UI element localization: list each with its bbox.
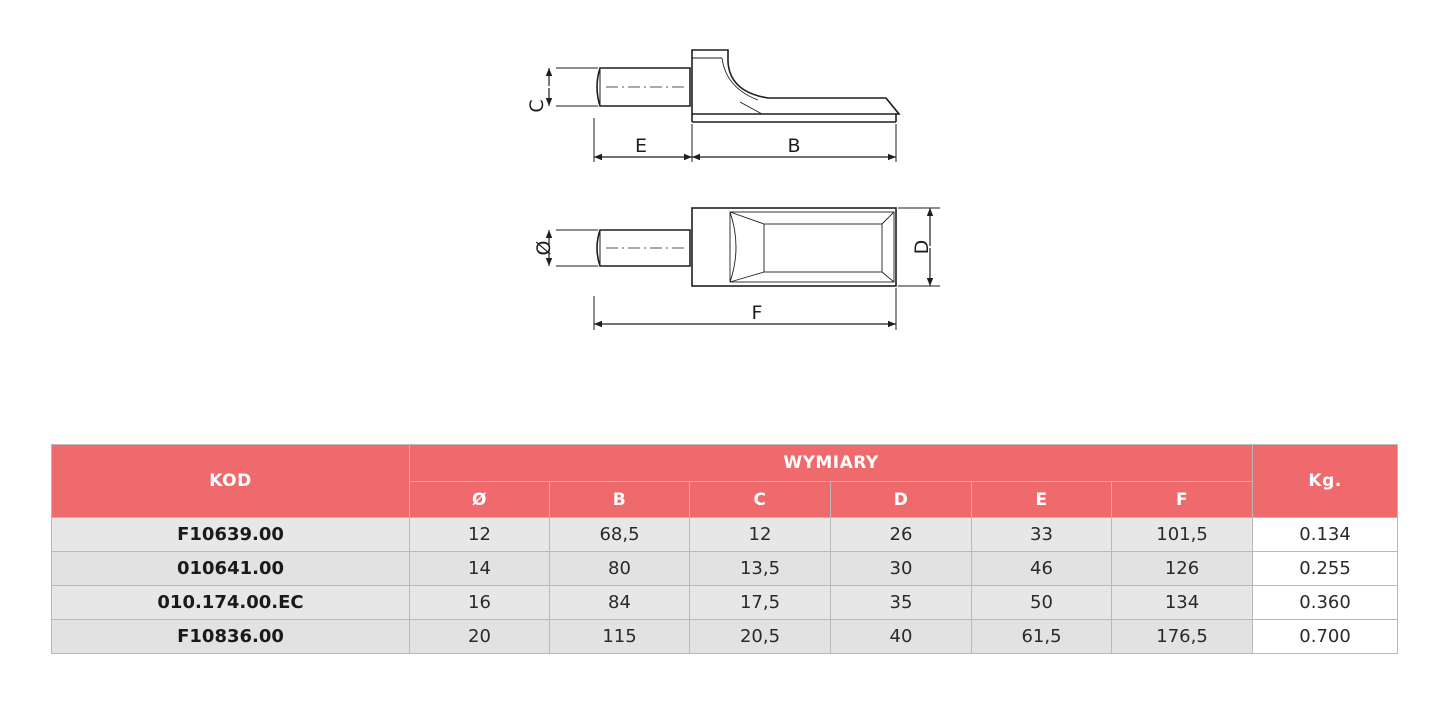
cell-d: 26 — [830, 517, 972, 552]
cell-kg: 0.255 — [1252, 551, 1399, 586]
cell-f: 176,5 — [1110, 619, 1254, 654]
spec-table: KOD WYMIARY Kg. Ø B C D E F F10639.00 12… — [51, 444, 1399, 654]
technical-drawing: C E B — [526, 49, 940, 330]
header-weight: Kg. — [1252, 444, 1399, 518]
row-code: 010641.00 — [51, 551, 410, 586]
cell-kg: 0.360 — [1252, 585, 1399, 620]
cell-d: 40 — [830, 619, 972, 654]
cell-b: 80 — [549, 551, 690, 586]
row-code: 010.174.00.EC — [51, 585, 410, 620]
table-row: 010641.00 14 80 13,5 30 46 126 0.255 — [51, 551, 1399, 586]
cell-c: 13,5 — [689, 551, 831, 586]
header-col-f: F — [1110, 481, 1254, 518]
header-col-diameter: Ø — [409, 481, 550, 518]
cell-e: 33 — [971, 517, 1112, 552]
dim-label-b: B — [787, 135, 800, 157]
dim-label-c: C — [526, 99, 548, 112]
cell-e: 46 — [971, 551, 1112, 586]
cell-b: 68,5 — [549, 517, 690, 552]
table-row: 010.174.00.EC 16 84 17,5 35 50 134 0.360 — [51, 585, 1399, 620]
cell-e: 50 — [971, 585, 1112, 620]
header-col-d: D — [830, 481, 972, 518]
cell-c: 17,5 — [689, 585, 831, 620]
dim-label-d: D — [911, 240, 933, 255]
cell-diameter: 12 — [409, 517, 550, 552]
cell-f: 101,5 — [1110, 517, 1254, 552]
header-col-c: C — [689, 481, 831, 518]
table-row: F10639.00 12 68,5 12 26 33 101,5 0.134 — [51, 517, 1399, 552]
cell-diameter: 20 — [409, 619, 550, 654]
cell-kg: 0.700 — [1252, 619, 1399, 654]
side-view — [545, 49, 901, 162]
cell-kg: 0.134 — [1252, 517, 1399, 552]
cell-d: 35 — [830, 585, 972, 620]
row-code: F10639.00 — [51, 517, 410, 552]
cell-f: 134 — [1110, 585, 1254, 620]
cell-f: 126 — [1110, 551, 1254, 586]
cell-b: 84 — [549, 585, 690, 620]
header-code: KOD — [51, 444, 410, 518]
row-code: F10836.00 — [51, 619, 410, 654]
cell-d: 30 — [830, 551, 972, 586]
header-dimensions: WYMIARY — [408, 444, 1254, 482]
dim-label-f: F — [752, 302, 763, 324]
top-view — [545, 207, 940, 330]
dim-label-diameter: Ø — [533, 241, 555, 256]
dim-label-e: E — [635, 135, 647, 157]
table-row: F10836.00 20 115 20,5 40 61,5 176,5 0.70… — [51, 619, 1399, 654]
cell-diameter: 16 — [409, 585, 550, 620]
header-col-b: B — [549, 481, 690, 518]
cell-c: 20,5 — [689, 619, 831, 654]
cell-diameter: 14 — [409, 551, 550, 586]
header-col-e: E — [971, 481, 1112, 518]
cell-e: 61,5 — [971, 619, 1112, 654]
cell-b: 115 — [549, 619, 690, 654]
cell-c: 12 — [689, 517, 831, 552]
